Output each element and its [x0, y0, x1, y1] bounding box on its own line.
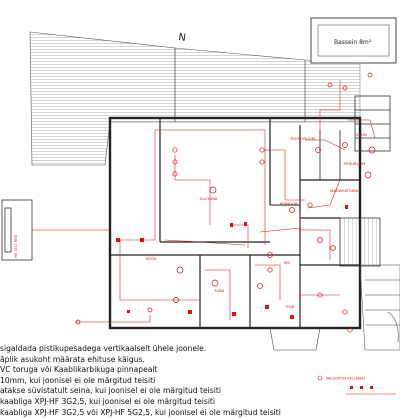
room-label-sauna: SAUN — [356, 132, 367, 137]
legend-text: VALGUSTUS KELLAAJAL — [326, 377, 366, 381]
terrace-deck — [359, 264, 400, 351]
external-equipment — [1, 199, 110, 261]
room-label-wc: WC — [284, 260, 291, 265]
building-walls — [108, 116, 362, 330]
note-line-3: VC toruga või Kaablikarbikuga pinnapealt — [0, 365, 158, 375]
utility-block — [354, 95, 391, 152]
pool: Bassein 8m² — [310, 17, 397, 64]
electrical-devices — [75, 72, 376, 333]
general-notes: sigaldada pistikupesadega vertikaalselt … — [0, 344, 400, 418]
note-line-7: kaabliga XPJ-HF 3G2,5 või XPJ-HF 5G2,5, … — [0, 407, 281, 417]
roof-terrace-area — [29, 31, 361, 166]
left-vertical-label: HB 1000 MYX — [14, 234, 18, 258]
note-line-2: ăplik asukoht määrata ehituse käigus. — [0, 354, 145, 364]
note-line-1: sigaldada pistikupesadega vertikaalselt … — [0, 344, 207, 353]
note-line-5: atakse süvistatult seina, kui joonisel e… — [0, 386, 221, 396]
note-line-6: kaabliga XPJ-HF 3G2,5, kui joonisel ei o… — [0, 396, 216, 406]
north-symbol: N — [178, 32, 187, 44]
note-line-4: 10mm, kui joonisel ei ole märgitud teisi… — [0, 375, 156, 385]
room-label-hall: KORIDOR — [280, 201, 298, 206]
legend: VALGUSTUS KELLAAJAL — [317, 375, 396, 395]
room-label-living: ELUTUBA — [200, 196, 218, 201]
room-label-utility: TEHNORUUM — [289, 136, 315, 141]
room-label-room: TUBA — [213, 288, 225, 293]
room-label-kitchen: KÖÖK — [146, 256, 157, 261]
entry-steps — [269, 327, 321, 351]
socket-markers — [116, 205, 348, 319]
wiring — [75, 80, 376, 323]
pool-label: Bassein 8m² — [334, 39, 372, 46]
room-label-bedroom: MAGAMISTUBA — [330, 188, 359, 193]
room-label-washroom: PESURUUM — [344, 161, 365, 166]
room-label-entry: ESIK — [286, 304, 295, 309]
staircase — [339, 217, 381, 267]
